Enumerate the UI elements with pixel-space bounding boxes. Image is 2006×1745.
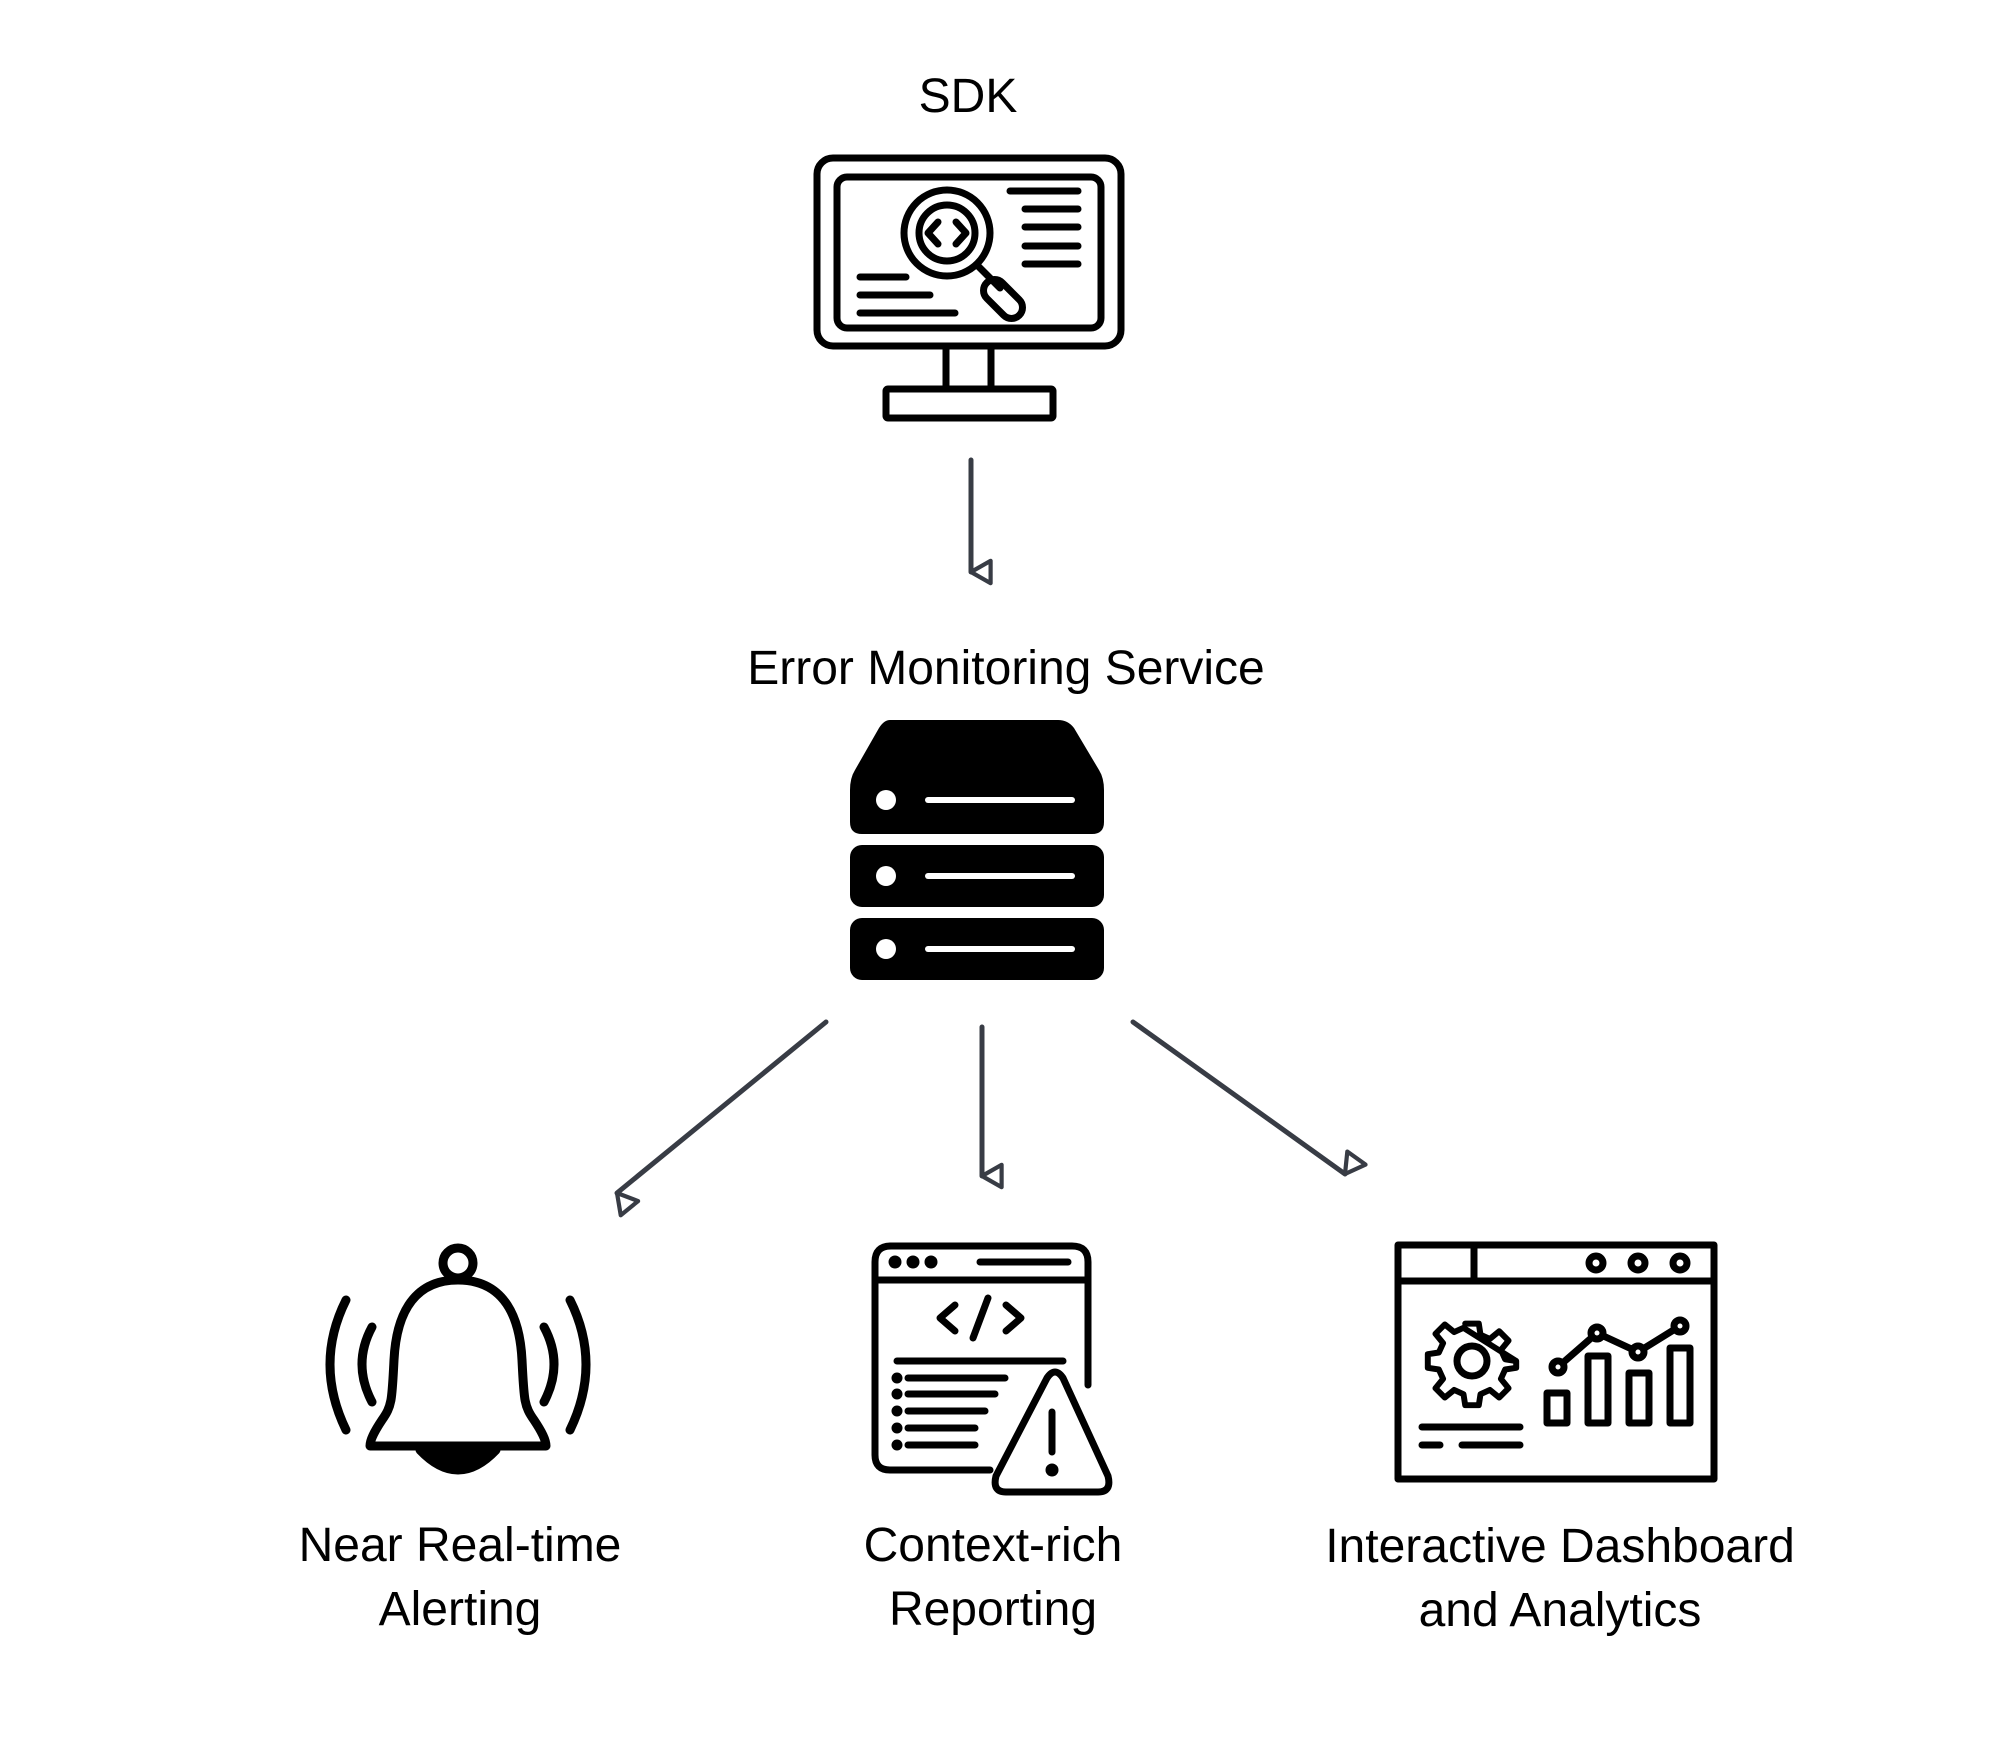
service-label: Error Monitoring Service [747,642,1265,695]
reporting-label-line2: Reporting [889,1583,1097,1636]
dashboard-label-line2: and Analytics [1419,1584,1702,1637]
alerting-label-line2: Alerting [379,1583,542,1636]
arrow-service-to-dashboard [1130,1019,1368,1177]
alerting-label-line1: Near Real-time [299,1519,622,1572]
alerting-node: Near Real-time Alerting [299,1243,622,1636]
dashboard-node: Interactive Dashboard and Analytics [1325,1241,1795,1637]
dashboard-label-line1: Interactive Dashboard [1325,1520,1795,1573]
monitor-code-search-icon [813,154,1125,422]
sdk-label: SDK [919,70,1018,123]
service-node: Error Monitoring Service [747,642,1265,980]
reporting-node: Context-rich Reporting [864,1242,1123,1636]
arrow-service-to-alerting [614,1019,829,1218]
sdk-node: SDK [813,70,1125,422]
reporting-label-line1: Context-rich [864,1519,1123,1572]
server-stack-icon [850,720,1104,980]
connectors [614,457,1368,1218]
analytics-dashboard-icon [1394,1241,1718,1483]
gear-icon [1424,1320,1520,1409]
ringing-bell-icon [325,1243,591,1475]
code-window-warning-icon [871,1242,1113,1496]
